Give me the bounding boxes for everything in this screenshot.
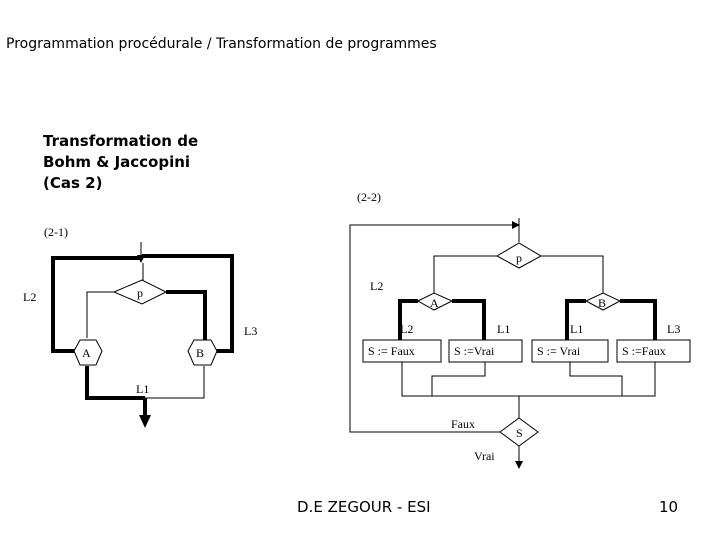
node-a	[73, 339, 103, 366]
b-to-exit	[145, 366, 205, 399]
title-line-3: (Cas 2)	[43, 174, 103, 192]
b-left-branch	[565, 299, 586, 340]
decision-a-right-label: A	[430, 296, 439, 310]
label-faux: Faux	[451, 417, 475, 431]
slide-title: Transformation de Bohm & Jaccopini (Cas …	[43, 131, 198, 194]
decision-s-label: S	[516, 426, 523, 440]
label-vrai: Vrai	[474, 449, 495, 463]
caption-2-2: (2-2)	[357, 190, 381, 204]
p-to-b	[166, 290, 207, 340]
label-l3: L3	[244, 324, 257, 338]
s-exit-arrowhead	[515, 461, 523, 469]
title-line-2: Bohm & Jaccopini	[43, 153, 191, 171]
box-s-faux-2	[616, 339, 691, 363]
footer-author: D.E ZEGOUR - ESI	[297, 498, 431, 516]
diagram-2-2: (2-2) p A B S := Faux S :=Vrai S := Vrai…	[349, 190, 691, 469]
label-l1-left: L1	[497, 322, 510, 336]
node-b-label: B	[196, 346, 204, 360]
loop-a-to-p	[51, 256, 140, 353]
feedback-arrowhead	[512, 221, 520, 229]
loop-b-to-p	[142, 254, 234, 353]
box-s-vrai-1-label: S :=Vrai	[454, 344, 495, 358]
a-right-branch	[452, 299, 486, 340]
box-s-faux-2-label: S :=Faux	[622, 344, 666, 358]
decision-b-right-label: B	[598, 296, 606, 310]
box-s-vrai-2-label: S := Vrai	[537, 344, 581, 358]
decision-a-right	[416, 292, 454, 311]
label-l1-right: L1	[570, 322, 583, 336]
label-l3-right: L3	[667, 322, 680, 336]
exit-arrowhead	[139, 415, 151, 428]
feedback-loop	[349, 224, 519, 433]
label-l2-top: L2	[370, 279, 383, 293]
box-s-faux-1-label: S := Faux	[368, 344, 415, 358]
p-to-a	[86, 291, 114, 338]
decision-b-right	[584, 292, 622, 311]
merge-box2	[431, 362, 486, 396]
label-l2: L2	[23, 290, 36, 304]
p-to-a-right	[433, 255, 497, 300]
decision-p-right-label: p	[516, 251, 522, 265]
label-l1: L1	[136, 382, 149, 396]
slide-header: Programmation procédurale / Transformati…	[6, 36, 437, 52]
caption-2-1: (2-1)	[44, 225, 68, 239]
decision-s	[499, 417, 539, 447]
merge-box1	[401, 362, 460, 397]
a-to-exit	[85, 366, 145, 400]
p-to-b-right	[541, 255, 604, 300]
merge-box3	[569, 362, 623, 396]
a-left-branch	[398, 299, 418, 340]
b-right-branch	[620, 299, 657, 340]
label-l2-mid: L2	[400, 322, 413, 336]
node-b	[187, 339, 218, 366]
diagram-2-1: (2-1) p A B L2 L3 L1	[23, 225, 257, 428]
decision-p	[112, 279, 168, 305]
title-line-1: Transformation de	[43, 132, 199, 150]
node-a-label: A	[82, 346, 91, 360]
merge-box4	[577, 362, 656, 397]
decision-p-label: p	[137, 286, 143, 300]
page-number: 10	[659, 498, 679, 516]
decision-p-right	[495, 242, 543, 269]
